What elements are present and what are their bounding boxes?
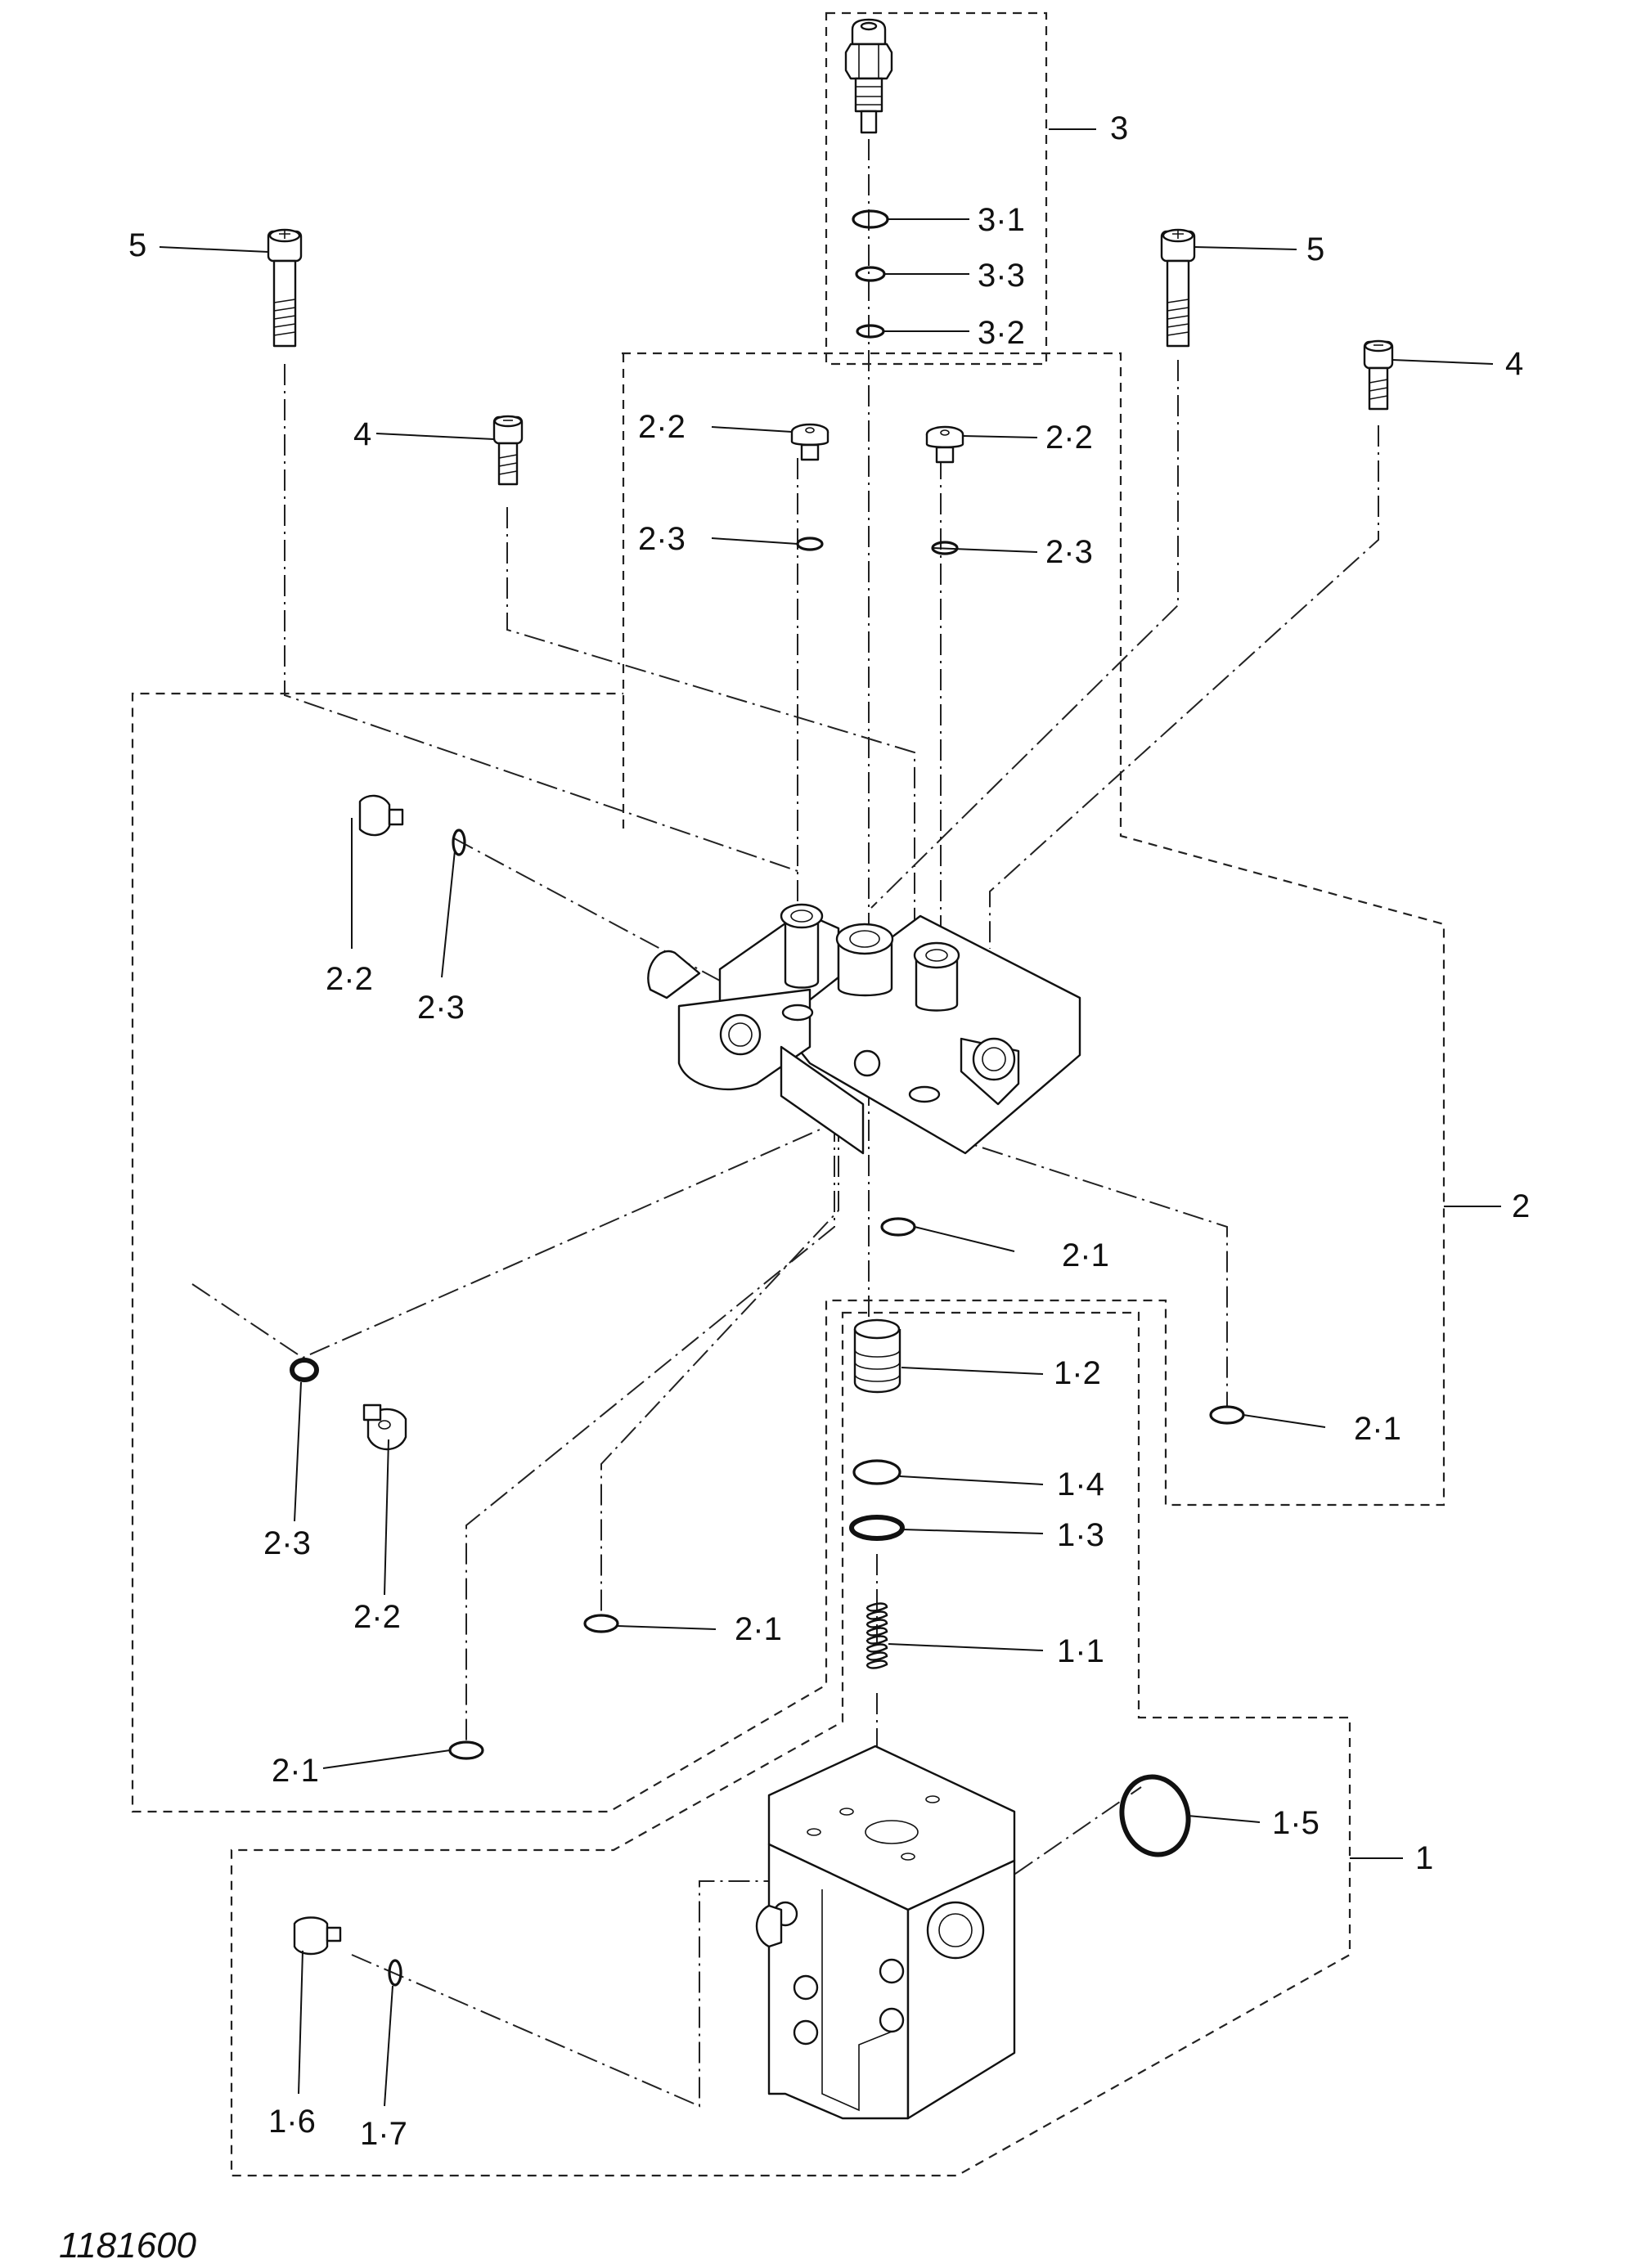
- callout-2-3-lower: 2·3: [263, 1525, 311, 1561]
- backup-ring-1-4: [852, 1459, 901, 1485]
- bolt-5-right: [1160, 228, 1196, 348]
- callout-3: 3: [1110, 110, 1128, 146]
- o-ring-3-3: [855, 266, 886, 282]
- o-ring-2-1-upper: [880, 1217, 916, 1237]
- callout-1-2: 1·2: [1054, 1355, 1101, 1391]
- group-3-boundary: [825, 11, 1048, 366]
- group-2-top-boundary: [131, 352, 1445, 1813]
- o-ring-3-2: [856, 324, 885, 339]
- callout-2-2-side: 2·2: [326, 961, 373, 997]
- bolt-5-left: [267, 228, 303, 348]
- callout-2-1-right: 2·1: [1354, 1411, 1401, 1447]
- callout-1-3: 1·3: [1057, 1517, 1104, 1553]
- callout-2-3-side: 2·3: [417, 990, 465, 1026]
- o-ring-2-1-right: [1209, 1405, 1245, 1425]
- o-ring-1-7: [388, 1959, 402, 1987]
- sleeve-1-2: [853, 1318, 901, 1394]
- callout-1-7: 1·7: [360, 2116, 407, 2152]
- o-ring-1-5: [1119, 1774, 1191, 1857]
- o-ring-2-1-middle: [583, 1614, 619, 1633]
- callout-2-1-middle: 2·1: [735, 1611, 782, 1647]
- callout-1-5: 1·5: [1272, 1805, 1320, 1841]
- o-ring-2-3-side: [452, 829, 466, 856]
- callout-3-3: 3·3: [978, 258, 1025, 294]
- group-boundaries: [131, 11, 1445, 2177]
- drawing-number: 1181600: [59, 2225, 197, 2266]
- plug-2-2-side: [358, 794, 404, 837]
- callout-labels: 3 3·1 3·3 3·2 5 5 4 4 2·2 2·2 2·3 2·3 2·…: [128, 110, 1530, 2152]
- callout-2-2-top-right: 2·2: [1045, 420, 1093, 456]
- o-ring-2-3-lower: [290, 1358, 319, 1382]
- callout-2-1-bottom: 2·1: [272, 1753, 319, 1789]
- leader-lines: [159, 128, 1501, 2107]
- base-body-1: [755, 1745, 1016, 2120]
- callout-1: 1: [1415, 1840, 1433, 1876]
- relief-valve-cartridge-3: [844, 18, 893, 134]
- callout-1-4: 1·4: [1057, 1466, 1104, 1502]
- callout-3-2: 3·2: [978, 315, 1025, 351]
- o-ring-2-1-bottom: [448, 1740, 484, 1760]
- o-ring-2-3-top-left: [796, 537, 824, 551]
- valve-block-2: [647, 903, 1081, 1155]
- group-1-boundary: [230, 1311, 1351, 2177]
- o-ring-1-3: [849, 1515, 905, 1541]
- callout-2-2-top-left: 2·2: [638, 409, 686, 445]
- callout-4-right: 4: [1505, 346, 1523, 382]
- callout-1-1: 1·1: [1057, 1633, 1104, 1669]
- callout-4-left: 4: [353, 416, 371, 452]
- callout-2-1-upper: 2·1: [1062, 1237, 1109, 1273]
- bolt-4-left: [492, 415, 524, 486]
- callout-5-left: 5: [128, 227, 146, 263]
- bolt-4-right: [1363, 339, 1394, 411]
- plug-2-2-top-left: [790, 423, 829, 461]
- plug-1-6: [293, 1916, 342, 1956]
- callout-2: 2: [1512, 1188, 1530, 1224]
- o-ring-3-1: [852, 209, 889, 229]
- callout-2-2-lower: 2·2: [353, 1599, 401, 1635]
- spring-1-1: [865, 1602, 888, 1669]
- plug-2-2-lower: [362, 1403, 407, 1451]
- callout-1-6: 1·6: [268, 2104, 316, 2140]
- callout-2-3-top-left: 2·3: [638, 521, 686, 557]
- callout-5-right: 5: [1306, 231, 1324, 267]
- callout-3-1: 3·1: [978, 202, 1025, 238]
- callout-2-3-top-right: 2·3: [1045, 534, 1093, 570]
- plug-2-2-top-right: [925, 425, 964, 464]
